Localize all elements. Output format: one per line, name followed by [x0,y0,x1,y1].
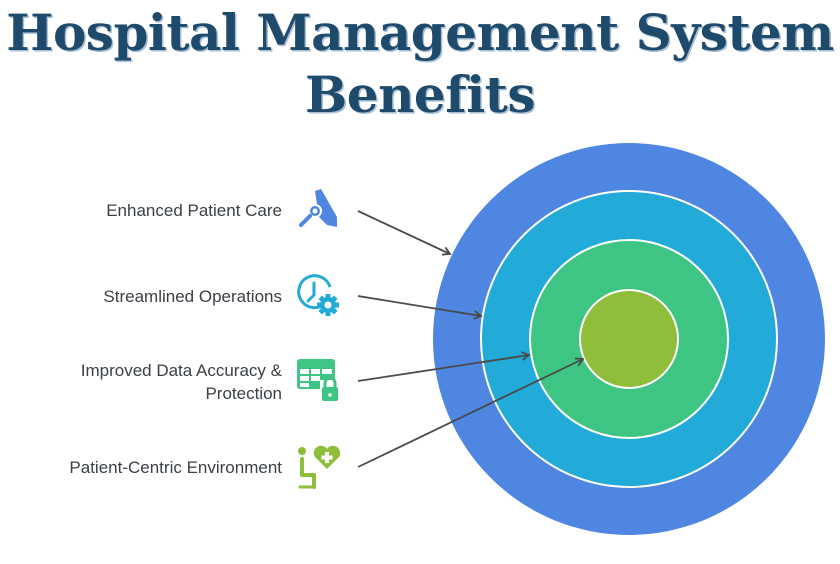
arrow-data-accuracy [357,351,531,382]
benefit-label-streamlined-operations: Streamlined Operations [103,285,282,308]
label-line: Improved Data Accuracy & [80,361,282,380]
hand-magnifier-icon [297,187,341,231]
label-line: Enhanced Patient Care [106,201,282,220]
label-line: Patient-Centric Environment [69,458,282,477]
table-lock-icon [296,358,340,402]
arrow-streamlined-operations [357,295,483,320]
label-line: Streamlined Operations [103,287,282,306]
arrow-enhanced-patient-care [357,210,452,256]
ring-core [579,289,679,389]
title-line-1: Hospital Management System [6,3,834,62]
benefit-label-enhanced-patient-care: Enhanced Patient Care [106,199,282,222]
clock-gear-icon [296,273,340,317]
label-line: Protection [205,384,282,403]
benefit-label-patient-centric: Patient-Centric Environment [69,456,282,479]
seated-patient-heart-icon [296,445,341,489]
title-line-2: Benefits [305,65,535,124]
arrow-patient-centric [357,357,585,468]
benefit-label-data-accuracy: Improved Data Accuracy & Protection [81,359,282,405]
